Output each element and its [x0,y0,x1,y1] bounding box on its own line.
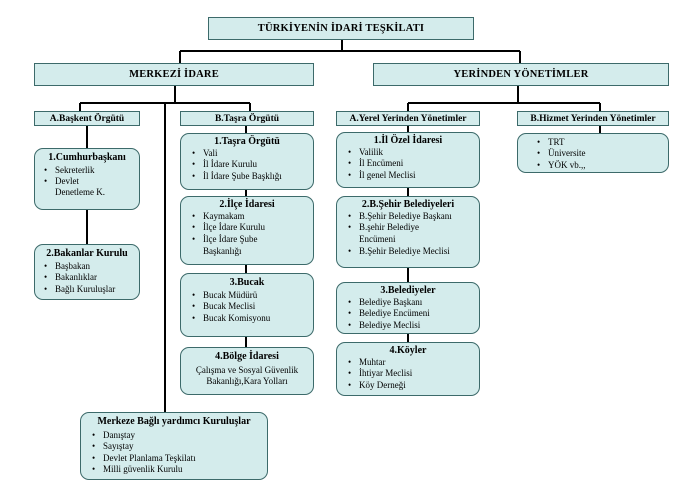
sehir-belediyeleri-title: 2.B.Şehir Belediyeleri [361,199,455,210]
koyler-list: Muhtar İhtiyar Meclisi Köy Derneği [345,357,412,392]
list-item: Muhtar [345,357,412,369]
list-item: Bucak Müdürü [189,290,270,302]
cumhurbaskani-list: Sekreterlik Devlet [41,165,95,188]
yerinden-yonetimler-box: YERİNDEN YÖNETİMLER [373,63,669,86]
main-title: TÜRKİYENİN İDARİ TEŞKİLATI [257,23,425,34]
koyler-title: 4.Köyler [389,345,427,356]
list-item: İhtiyar Meclisi [345,368,412,380]
list-item: Üniversite [534,148,586,160]
list-item: Milli güvenlik Kurulu [89,464,196,476]
list-item: Bucak Komisyonu [189,313,270,325]
list-item: Sekreterlik [41,165,95,177]
list-item: Köy Derneği [345,380,412,392]
sehir-belediyeleri-box: 2.B.Şehir Belediyeleri B.Şehir Belediye … [336,196,480,268]
list-item: Bakanlıklar [41,272,115,284]
bolge-idaresi-box: 4.Bölge İdaresi Çalışma ve Sosyal Güvenl… [180,347,314,395]
hizmet-yonetimler-box: B.Hizmet Yerinden Yönetimler [517,111,669,126]
bakanlar-kurulu-title: 2.Bakanlar Kurulu [46,248,128,259]
list-item: Bağlı Kuruluşlar [41,284,115,296]
list-item: Sayıştay [89,441,196,453]
bakanlar-kurulu-list: Başbakan Bakanlıklar Bağlı Kuruluşlar [41,261,115,296]
list-item: Belediye Encümeni [345,308,430,320]
list-item-continuation: Encümeni [359,234,396,244]
bakanlar-kurulu-box: 2.Bakanlar Kurulu Başbakan Bakanlıklar B… [34,244,140,300]
bucak-title: 3.Bucak [229,277,265,288]
list-item: İl İdare Şube Başklığı [189,171,282,183]
merkezi-idare-label: MERKEZİ İDARE [129,69,219,80]
sehir-belediyeleri-list: B.Şehir Belediye Başkanı B.şehir Belediy… [345,211,452,234]
tasra-orgutu-detail-box: 1.Taşra Örgütü Vali İl İdare Kurulu İl İ… [180,133,314,190]
bolge-idaresi-line: Bakanlığı,Kara Yolları [206,376,288,386]
belediyeler-list: Belediye Başkanı Belediye Encümeni Beled… [345,297,430,332]
bucak-list: Bucak Müdürü Bucak Meclisi Bucak Komisyo… [189,290,270,325]
list-item: İl genel Meclisi [345,170,415,182]
tasra-orgutu-title: 1.Taşra Örgütü [214,136,280,147]
list-item: Belediye Başkanı [345,297,430,309]
list-item: Başbakan [41,261,115,273]
ilce-idaresi-box: 2.İlçe İdaresi Kaymakam İlçe İdare Kurul… [180,196,314,265]
tasra-orgutu-list: Vali İl İdare Kurulu İl İdare Şube Başkl… [189,148,282,183]
hizmet-kuruluslari-list: TRT Üniversite YÖK vb.,, [534,137,586,172]
il-ozel-idaresi-title: 1.İl Özel İdaresi [373,135,443,146]
ilce-idaresi-title: 2.İlçe İdaresi [219,199,275,210]
list-item: Bucak Meclisi [189,301,270,313]
baskent-orgutu-box: A.Başkent Örgütü [34,111,140,126]
list-item: TRT [534,137,586,149]
list-item: Valilik [345,147,415,159]
koyler-box: 4.Köyler Muhtar İhtiyar Meclisi Köy Dern… [336,342,480,396]
list-item: İlçe İdare Kurulu [189,222,265,234]
list-item: B.şehir Belediye [345,222,452,234]
il-ozel-idaresi-list: Valilik İl Encümeni İl genel Meclisi [345,147,415,182]
list-item: Vali [189,148,282,160]
cumhurbaskani-box: 1.Cumhurbaşkanı Sekreterlik Devlet Denet… [34,148,140,210]
baskent-orgutu-label: A.Başkent Örgütü [49,113,125,124]
yardimci-kuruluslar-box: Merkeze Bağlı yardımcı Kuruluşlar Danışt… [80,412,268,480]
bolge-idaresi-title: 4.Bölge İdaresi [215,351,279,362]
list-item: Danıştay [89,430,196,442]
list-item: Devlet [41,176,95,188]
belediyeler-title: 3.Belediyeler [380,285,436,296]
bolge-idaresi-line: Çalışma ve Sosyal Güvenlik [195,365,299,375]
yerel-yonetimler-label: A.Yerel Yerinden Yönetimler [349,113,467,124]
hizmet-kuruluslari-box: TRT Üniversite YÖK vb.,, [517,133,669,173]
cumhurbaskani-title: 1.Cumhurbaşkanı [48,152,126,163]
main-title-box: TÜRKİYENİN İDARİ TEŞKİLATI [208,17,474,40]
list-item: Devlet Planlama Teşkilatı [89,453,196,465]
yerel-yonetimler-box: A.Yerel Yerinden Yönetimler [336,111,480,126]
il-ozel-idaresi-box: 1.İl Özel İdaresi Valilik İl Encümeni İl… [336,132,480,188]
bucak-box: 3.Bucak Bucak Müdürü Bucak Meclisi Bucak… [180,273,314,337]
list-item: B.Şehir Belediye Meclisi [345,246,450,258]
ilce-idaresi-list: Kaymakam İlçe İdare Kurulu İlçe İdare Şu… [189,211,265,246]
sehir-belediyeleri-list-2: B.Şehir Belediye Meclisi [345,246,450,258]
yardimci-kuruluslar-list: Danıştay Sayıştay Devlet Planlama Teşkil… [89,430,196,476]
merkezi-idare-box: MERKEZİ İDARE [34,63,314,86]
list-item: Kaymakam [189,211,265,223]
list-item: İl Encümeni [345,158,415,170]
hizmet-yonetimler-label: B.Hizmet Yerinden Yönetimler [530,113,656,124]
list-item: YÖK vb.,, [534,160,586,172]
yardimci-kuruluslar-title: Merkeze Bağlı yardımcı Kuruluşlar [97,416,251,427]
yerinden-yonetimler-label: YERİNDEN YÖNETİMLER [453,69,589,80]
tasra-orgutu-box: B.Taşra Örgütü [180,111,314,126]
list-item: İlçe İdare Şube [189,234,265,246]
tasra-orgutu-label: B.Taşra Örgütü [214,113,280,124]
belediyeler-box: 3.Belediyeler Belediye Başkanı Belediye … [336,282,480,334]
list-item: B.Şehir Belediye Başkanı [345,211,452,223]
list-item: Belediye Meclisi [345,320,430,332]
list-item: İl İdare Kurulu [189,159,282,171]
list-item-continuation: Denetleme K. [55,187,105,197]
list-item-continuation: Başkanlığı [203,246,242,256]
